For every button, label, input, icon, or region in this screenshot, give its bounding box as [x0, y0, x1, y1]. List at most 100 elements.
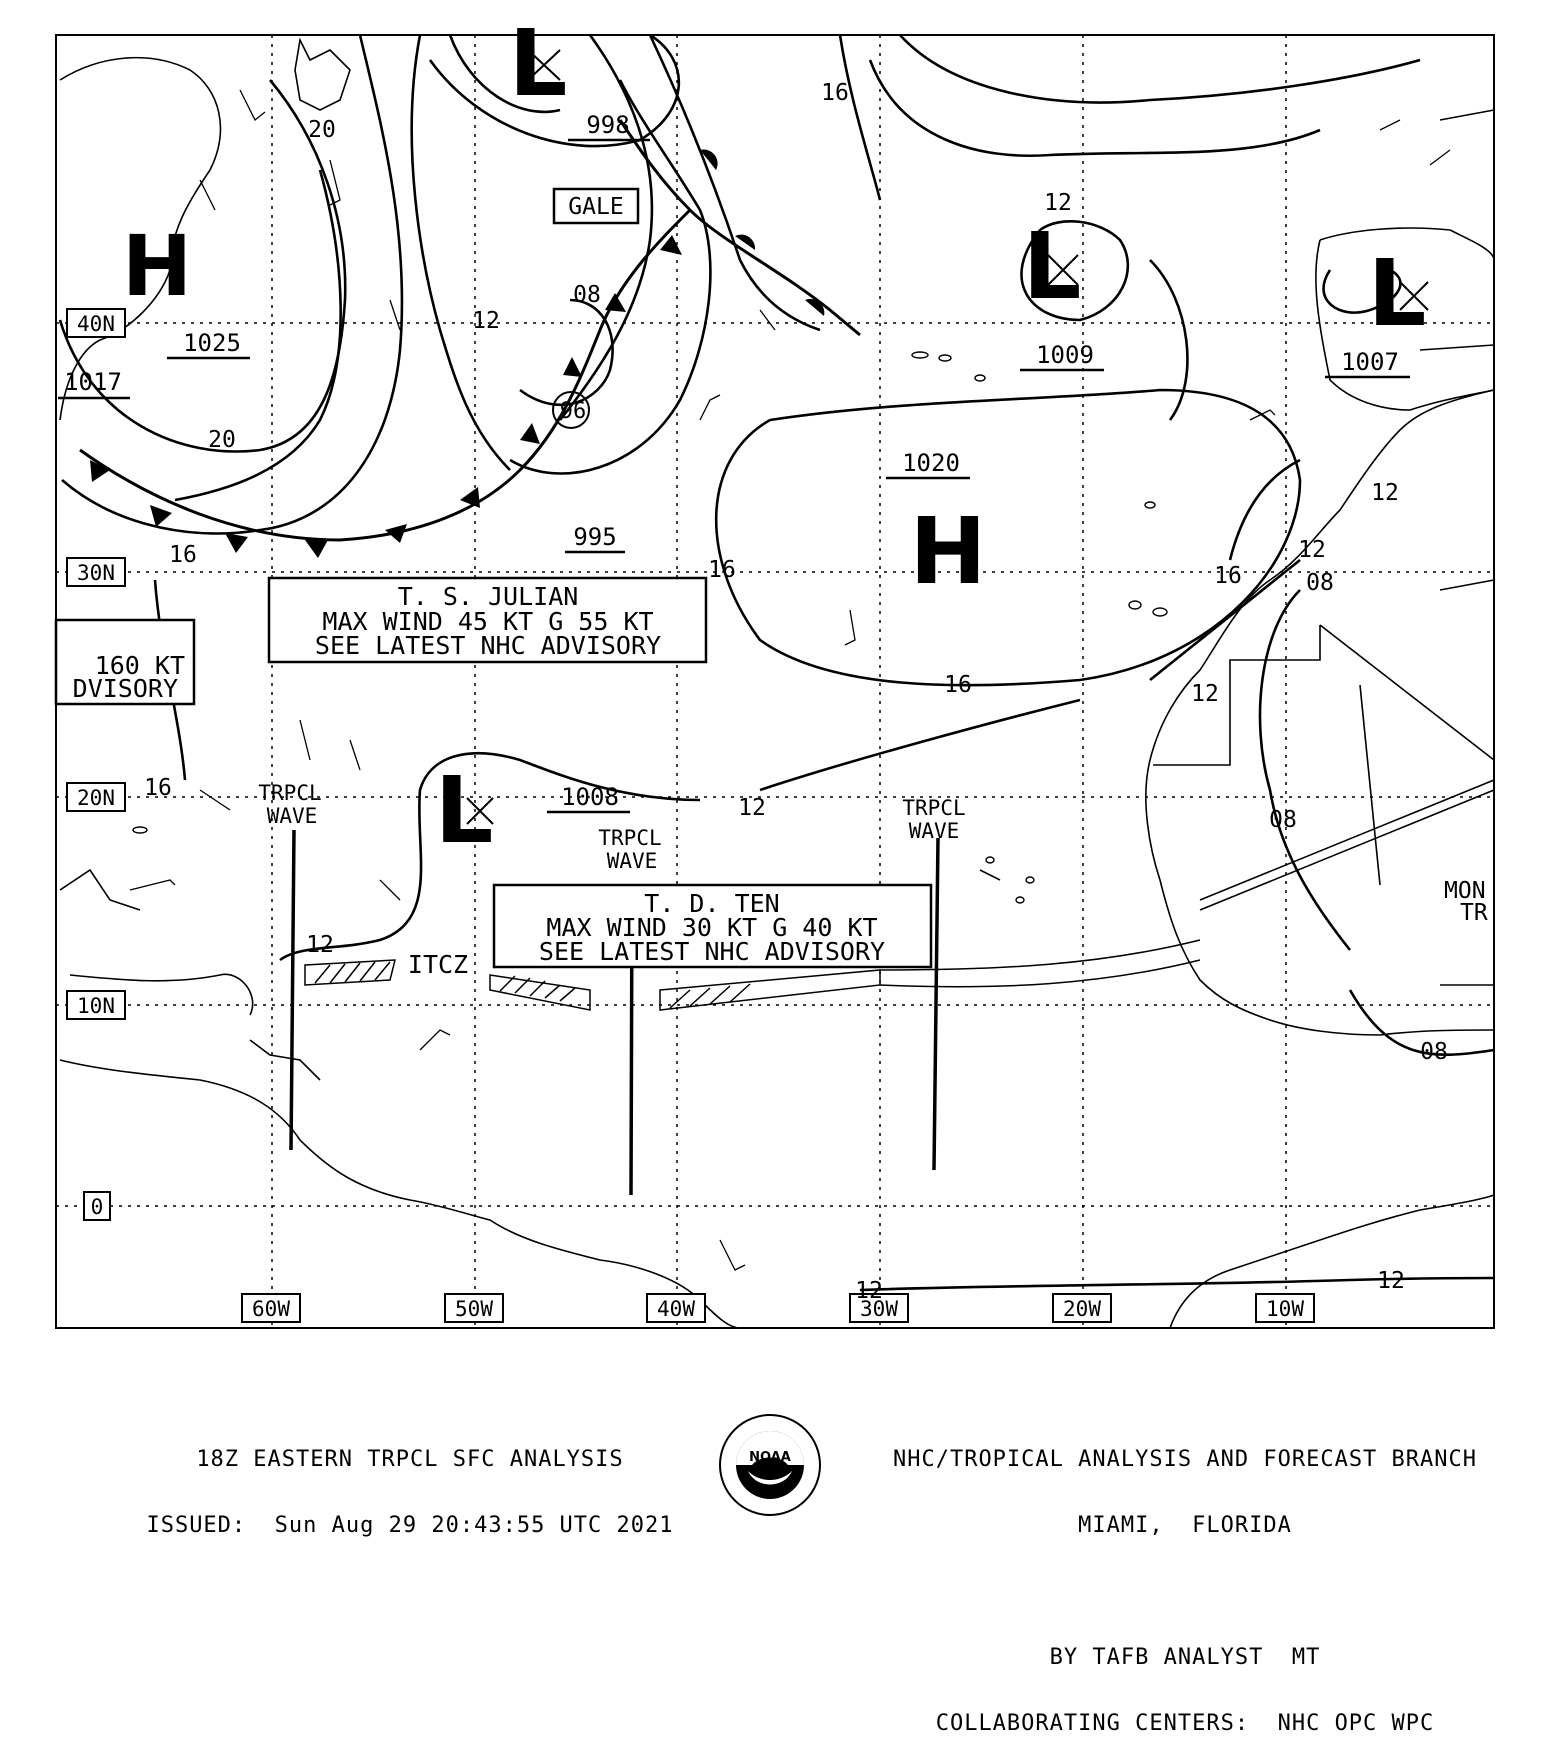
low-1009: L 1009 [1020, 213, 1104, 372]
issued-timestamp: ISSUED: Sun Aug 29 20:43:55 UTC 2021 [146, 1513, 674, 1538]
noaa-logo-icon: NOAA [719, 1414, 821, 1516]
high-1025: H 1025 [122, 217, 250, 360]
itcz-bands [304, 939, 1201, 1011]
isobar-label: 12 [306, 932, 334, 958]
low-symbol: L [509, 10, 568, 117]
isobar-label: 16 [708, 557, 736, 583]
lon-label-50w: 50W [455, 1297, 493, 1321]
advisory-line2: DVISORY [73, 674, 178, 703]
tropical-wave-label-3: TRPCL WAVE [902, 796, 965, 843]
analysis-title: 18Z EASTERN TRPCL SFC ANALYSIS [196, 1447, 624, 1472]
branch-name: NHC/TROPICAL ANALYSIS AND FORECAST BRANC… [892, 1447, 1478, 1472]
wave-label-line2: WAVE [909, 819, 960, 843]
isobar-label: 16 [144, 775, 172, 801]
lon-label-60w: 60W [252, 1297, 290, 1321]
pressure-value: 1025 [183, 329, 241, 357]
lon-label-20w: 20W [1063, 1297, 1101, 1321]
advisory-line3: SEE LATEST NHC ADVISORY [539, 937, 885, 966]
advisory-line1: T. D. TEN [644, 889, 779, 918]
low-998: L 998 [509, 10, 650, 142]
isobar-label: 12 [1298, 537, 1326, 563]
isobar-label: 20 [308, 117, 336, 143]
warm-front [618, 119, 861, 337]
low-symbol: L [1023, 213, 1082, 320]
isobar-label: 12 [738, 795, 766, 821]
storm-center-label: 96 [560, 399, 587, 424]
lon-label-40w: 40W [657, 1297, 695, 1321]
lon-label-30w: 30W [860, 1297, 898, 1321]
advisory-line2: MAX WIND 30 KT G 40 KT [546, 913, 877, 942]
gale-warning: GALE [552, 187, 640, 225]
lat-label-0: 0 [91, 1195, 104, 1219]
islands [132, 351, 1168, 904]
isobars [58, 33, 1495, 1292]
isobar-label: 12 [1371, 480, 1399, 506]
advisory-line2: MAX WIND 45 KT G 55 KT [322, 607, 653, 636]
lon-label-10w: 10W [1266, 1297, 1304, 1321]
footer-right: NHC/TROPICAL ANALYSIS AND FORECAST BRANC… [830, 1405, 1540, 1757]
pressure-value: 1009 [1036, 341, 1094, 369]
isobar-label: 20 [208, 427, 236, 453]
pressure-value: 1008 [561, 783, 619, 811]
isobar-label: 16 [944, 672, 972, 698]
collaborating-centers: COLLABORATING CENTERS: NHC OPC WPC [935, 1711, 1435, 1736]
advisory-line1: 160 KT [95, 651, 185, 680]
lat-label-20n: 20N [77, 786, 115, 810]
noaa-logo-text: NOAA [749, 1450, 791, 1465]
wave-label-line2: WAVE [607, 849, 658, 873]
advisory-line3: SEE LATEST NHC ADVISORY [315, 631, 661, 660]
ts-julian-advisory-box: T. S. JULIAN MAX WIND 45 KT G 55 KT SEE … [267, 576, 708, 664]
wave-label-line1: TRPCL [902, 796, 965, 820]
itcz-label: ITCZ [408, 950, 468, 979]
wind-barbs [129, 89, 1451, 1271]
isobar-label: 08 [1420, 1039, 1448, 1065]
map-frame [55, 34, 1495, 1329]
footer-left: 18Z EASTERN TRPCL SFC ANALYSIS ISSUED: S… [100, 1405, 720, 1559]
isobar-label: 16 [1214, 563, 1242, 589]
isobar-label: 08 [1269, 807, 1297, 833]
isobar-label: 16 [169, 542, 197, 568]
monsoon-trough-label: MON TR [1444, 878, 1488, 926]
pressure-value: 998 [586, 111, 629, 139]
isobar-label: 12 [855, 1278, 883, 1304]
borders [1153, 624, 1495, 986]
wave-label-line1: TRPCL [598, 826, 661, 850]
other-pressure-labels: 1017 995 [58, 368, 625, 554]
cold-front [79, 208, 692, 558]
isobar-label: 08 [1306, 570, 1334, 596]
high-1020: H 1020 [886, 449, 987, 605]
isobar-label: 12 [1377, 1268, 1405, 1294]
low-1007: L 1007 [1325, 240, 1429, 379]
high-symbol: H [910, 498, 987, 605]
wave-label-line1: TRPCL [258, 781, 321, 805]
ida-advisory-box: 160 KT DVISORY [54, 618, 196, 706]
isobar-label: 08 [573, 282, 601, 308]
longitude-labels: 60W 50W 40W 30W 20W 10W [241, 1293, 1315, 1323]
isobar-labels: 20 20 12 08 16 12 16 16 16 16 12 12 08 1… [144, 80, 1448, 1304]
tropical-wave-label-2: TRPCL WAVE [598, 826, 661, 873]
wave-label-line2: WAVE [267, 804, 318, 828]
isobar-label: 12 [472, 308, 500, 334]
isobar-label: 16 [821, 80, 849, 106]
branch-location: MIAMI, FLORIDA [1078, 1513, 1292, 1538]
td-ten-advisory-box: T. D. TEN MAX WIND 30 KT G 40 KT SEE LAT… [492, 883, 933, 969]
gale-label: GALE [568, 194, 623, 220]
advisory-line1: T. S. JULIAN [398, 582, 579, 611]
pressure-value: 1020 [902, 449, 960, 477]
graticule [56, 35, 1494, 1328]
tropical-wave-label-1: TRPCL WAVE [258, 781, 321, 828]
low-symbol: L [435, 757, 494, 864]
low-1008: L 1008 [435, 757, 630, 864]
isobar-label: 12 [1191, 681, 1219, 707]
monsoon-line2: TR [1460, 900, 1488, 926]
pressure-1017: 1017 [64, 368, 122, 396]
latitude-labels: 40N 30N 20N 10N 0 [66, 308, 126, 1221]
surface-analysis-map: 40N 30N 20N 10N 0 60W 50W 40W 30W 20W 10… [54, 10, 1495, 1329]
lat-label-30n: 30N [77, 561, 115, 585]
lat-label-10n: 10N [77, 994, 115, 1018]
storm-center: 96 [552, 391, 590, 429]
high-symbol: H [122, 217, 192, 315]
lat-label-40n: 40N [77, 312, 115, 336]
coastlines [59, 37, 1495, 1329]
monsoon-line1: MON [1444, 878, 1486, 904]
